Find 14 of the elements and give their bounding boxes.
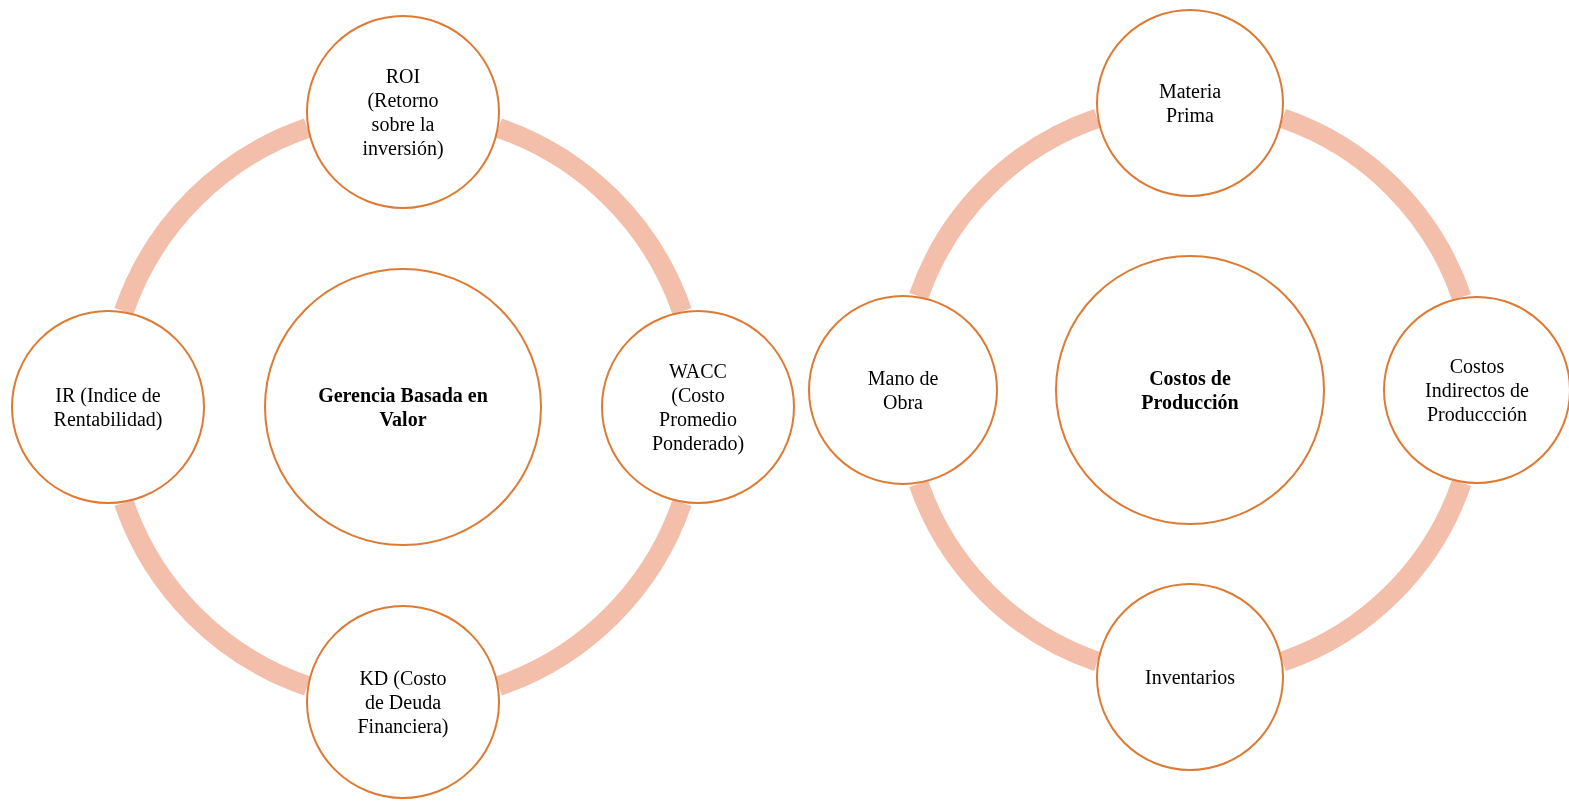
node-label: IR (Indice de Rentabilidad) [52, 383, 164, 431]
node-label: Gerencia Basada en Valor [317, 383, 489, 431]
node-label: Inventarios [1144, 665, 1236, 689]
node-label: Mano de Obra [866, 366, 940, 414]
node-label: KD (Costo de Deuda Financiera) [356, 666, 450, 738]
node-label: Costos Indirectos de Produccción [1424, 354, 1530, 426]
node-label: Costos de Producción [1140, 366, 1240, 414]
node-label: WACC (Costo Promedio Ponderado) [650, 359, 746, 455]
ring-arc [114, 498, 312, 696]
node-label: Materia Prima [1157, 79, 1223, 127]
node-label: ROI (Retorno sobre la inversión) [361, 64, 445, 160]
ring-arc [1278, 478, 1471, 671]
ring-arc [494, 498, 692, 696]
ring-arc [909, 479, 1102, 671]
